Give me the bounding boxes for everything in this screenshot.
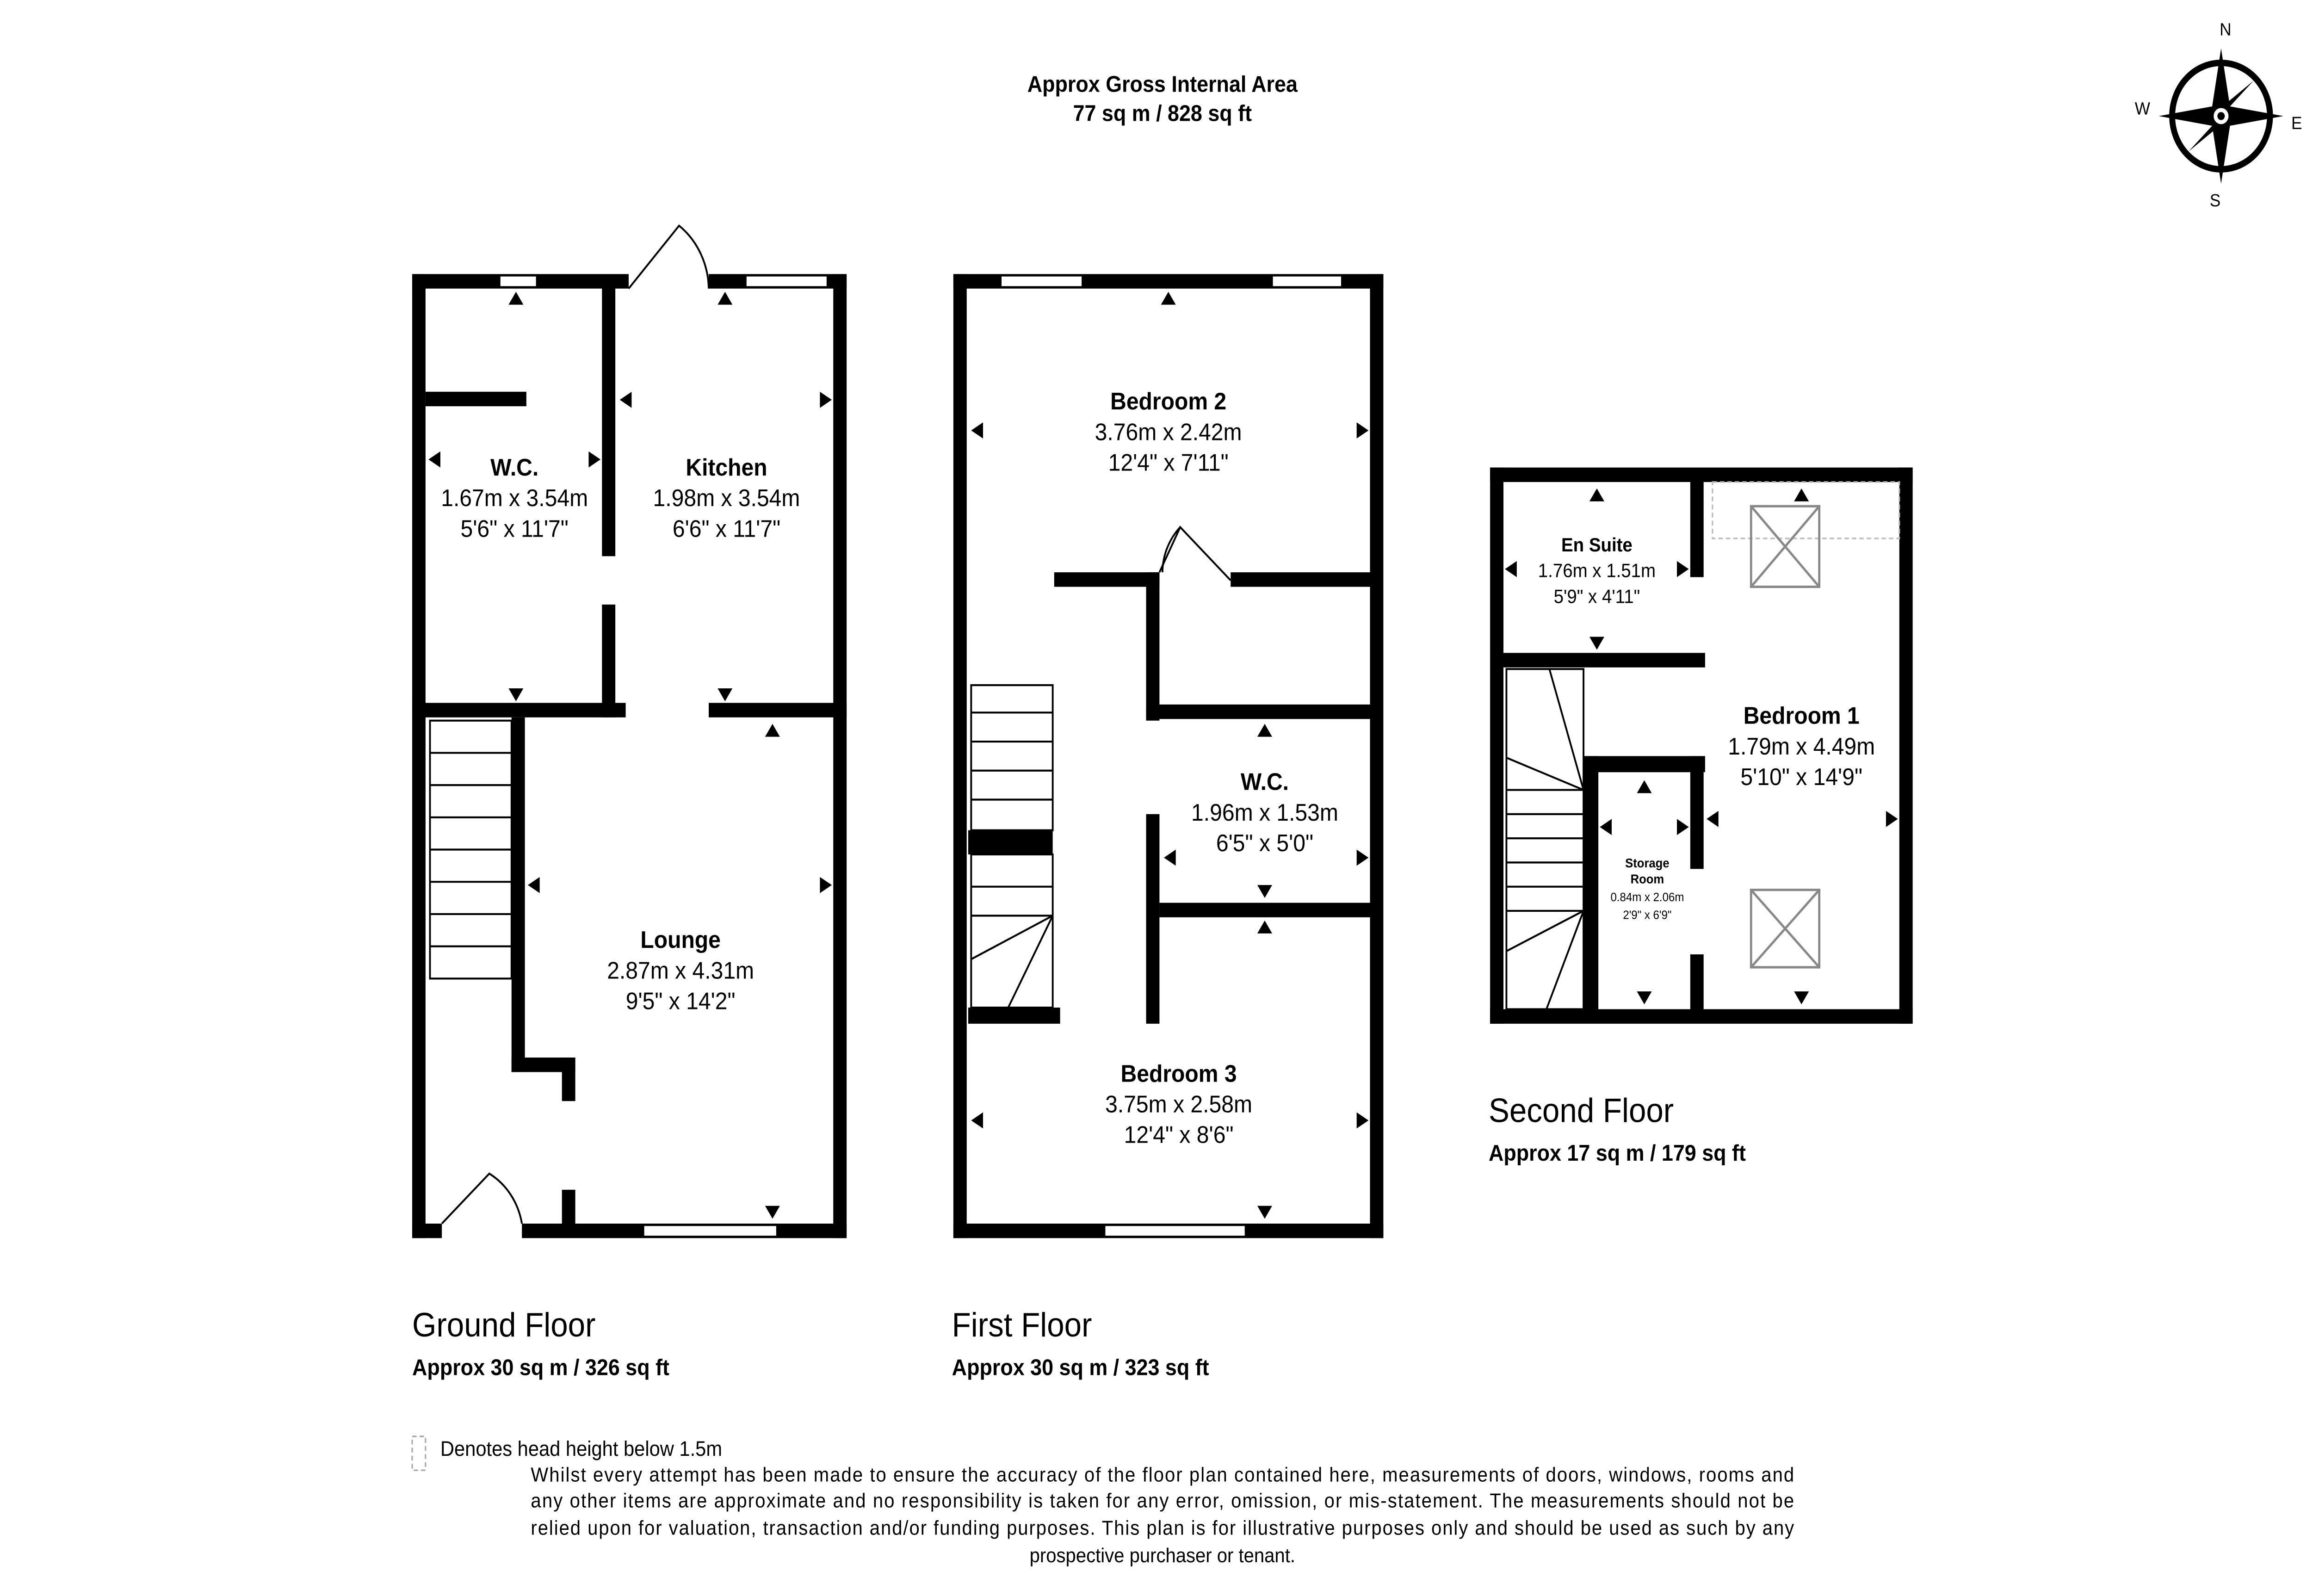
first-floor-area: Approx 30 sq m / 323 sq ft	[952, 1355, 1209, 1380]
skylight-icon	[1750, 505, 1821, 588]
first-floor-label: First Floor	[952, 1305, 1092, 1343]
first-floor-plan: Bedroom 2 3.76m x 2.42m 12'4" x 7'11" W.…	[953, 274, 1384, 1238]
room-name: Bedroom 3	[1121, 1060, 1237, 1087]
room-imperial: 12'4" x 7'11"	[1108, 449, 1229, 476]
room-name: Kitchen	[686, 454, 767, 481]
room-imperial: 12'4" x 8'6"	[1124, 1121, 1234, 1148]
room-name: W.C.	[1241, 768, 1289, 795]
compass-w: W	[2135, 99, 2151, 118]
room-imperial: 5'10" x 14'9"	[1740, 763, 1862, 790]
room-imperial: 5'6" x 11'7"	[461, 515, 569, 542]
head-height-legend-icon	[411, 1435, 427, 1471]
disclaimer-line: any other items are approximate and no r…	[531, 1489, 1794, 1512]
room-metric: 3.76m x 2.42m	[1095, 419, 1242, 445]
room-name: W.C.	[490, 454, 538, 481]
ground-floor-area: Approx 30 sq m / 326 sq ft	[412, 1355, 669, 1380]
room-metric: 1.98m x 3.54m	[653, 484, 800, 511]
gross-area-value: 77 sq m / 828 sq ft	[1073, 101, 1252, 126]
room-name: Bedroom 2	[1110, 388, 1226, 414]
room-imperial: 6'6" x 11'7"	[673, 515, 780, 542]
staircase	[1505, 668, 1584, 1010]
room-imperial: 5'9" x 4'11"	[1554, 586, 1640, 607]
ground-floor-plan: W.C. 1.67m x 3.54m 5'6" x 11'7" Kitchen …	[412, 224, 847, 1238]
disclaimer-line: Whilst every attempt has been made to en…	[531, 1463, 1794, 1486]
room-name: Room	[1631, 872, 1664, 886]
compass-e: E	[2291, 113, 2302, 133]
head-height-legend: Denotes head height below 1.5m	[440, 1437, 722, 1460]
room-name: Bedroom 1	[1744, 702, 1860, 729]
disclaimer: Whilst every attempt has been made to en…	[531, 1463, 1794, 1566]
ground-floor-label: Ground Floor	[412, 1305, 596, 1343]
second-floor-area: Approx 17 sq m / 179 sq ft	[1489, 1140, 1746, 1165]
compass-icon: N S E W	[2135, 19, 2302, 210]
gross-area-title: Approx Gross Internal Area	[1027, 72, 1298, 97]
disclaimer-line: prospective purchaser or tenant.	[1030, 1544, 1295, 1566]
room-name: Lounge	[640, 926, 721, 953]
room-name: En Suite	[1561, 534, 1633, 556]
staircase	[429, 719, 513, 980]
staircase	[970, 684, 1054, 1009]
compass-n: N	[2220, 19, 2231, 39]
compass-s: S	[2210, 191, 2221, 210]
second-floor-plan: En Suite 1.76m x 1.51m 5'9" x 4'11" Bedr…	[1490, 467, 1913, 1024]
room-imperial: 2'9" x 6'9"	[1623, 908, 1671, 922]
room-metric: 0.84m x 2.06m	[1610, 891, 1684, 904]
room-metric: 1.96m x 1.53m	[1191, 799, 1338, 826]
room-metric: 1.76m x 1.51m	[1538, 560, 1656, 581]
room-name: Storage	[1625, 856, 1669, 870]
room-metric: 3.75m x 2.58m	[1105, 1091, 1252, 1118]
room-imperial: 9'5" x 14'2"	[626, 988, 736, 1015]
room-metric: 1.79m x 4.49m	[1728, 733, 1875, 760]
room-metric: 2.87m x 4.31m	[607, 957, 754, 984]
room-metric: 1.67m x 3.54m	[441, 484, 588, 511]
second-floor-label: Second Floor	[1489, 1091, 1674, 1129]
disclaimer-line: relied upon for valuation, transaction a…	[531, 1516, 1794, 1539]
room-imperial: 6'5" x 5'0"	[1216, 829, 1313, 856]
skylight-icon	[1750, 889, 1821, 969]
